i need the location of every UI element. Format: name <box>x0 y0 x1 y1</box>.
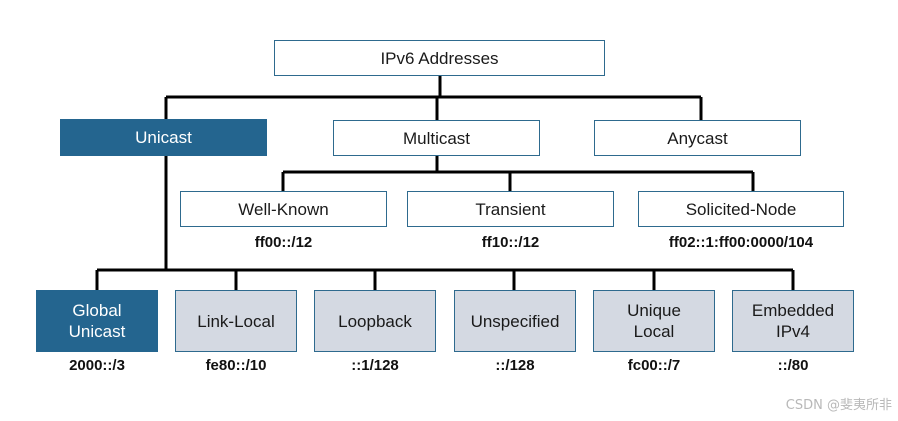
node-transient-label: Transient <box>475 199 546 219</box>
node-loopback-label: Loopback <box>338 311 412 331</box>
node-link-local-label: Link-Local <box>197 311 275 331</box>
node-unspecified: Unspecified <box>454 290 576 352</box>
node-anycast: Anycast <box>594 120 801 156</box>
prefix-unique-local: fc00::/7 <box>627 357 681 374</box>
node-embedded-ipv4: Embedded IPv4 <box>732 290 854 352</box>
node-well-known-label: Well-Known <box>238 199 329 219</box>
prefix-solicited-node: ff02::1:ff00:0000/104 <box>668 234 814 251</box>
prefix-embedded-ipv4: ::/80 <box>777 357 809 374</box>
node-transient: Transient <box>407 191 614 227</box>
prefix-link-local: fe80::/10 <box>205 357 267 374</box>
root-node-ipv6-addresses: IPv6 Addresses <box>274 40 605 76</box>
node-unspecified-label: Unspecified <box>470 311 560 331</box>
node-embedded-ipv4-label: Embedded IPv4 <box>751 301 835 341</box>
prefix-global-unicast: 2000::/3 <box>69 357 125 374</box>
node-well-known: Well-Known <box>180 191 387 227</box>
node-unique-local: Unique Local <box>593 290 715 352</box>
node-unicast: Unicast <box>60 119 267 156</box>
watermark: CSDN @斐夷所非 <box>785 398 892 413</box>
node-global-unicast-label: Global Unicast <box>68 301 126 341</box>
prefix-transient: ff10::/12 <box>481 234 540 251</box>
node-link-local: Link-Local <box>175 290 297 352</box>
node-global-unicast: Global Unicast <box>36 290 158 352</box>
prefix-loopback: ::1/128 <box>351 357 399 374</box>
node-anycast-label: Anycast <box>667 128 728 148</box>
node-unicast-label: Unicast <box>135 128 192 147</box>
node-unique-local-label: Unique Local <box>627 301 681 341</box>
node-multicast-label: Multicast <box>402 128 471 148</box>
node-solicited-node: Solicited-Node <box>638 191 844 227</box>
node-solicited-node-label: Solicited-Node <box>685 199 797 219</box>
node-loopback: Loopback <box>314 290 436 352</box>
prefix-unspecified: ::/128 <box>495 357 535 374</box>
node-multicast: Multicast <box>333 120 540 156</box>
root-label: IPv6 Addresses <box>380 48 499 68</box>
prefix-well-known: ff00::/12 <box>254 234 313 251</box>
